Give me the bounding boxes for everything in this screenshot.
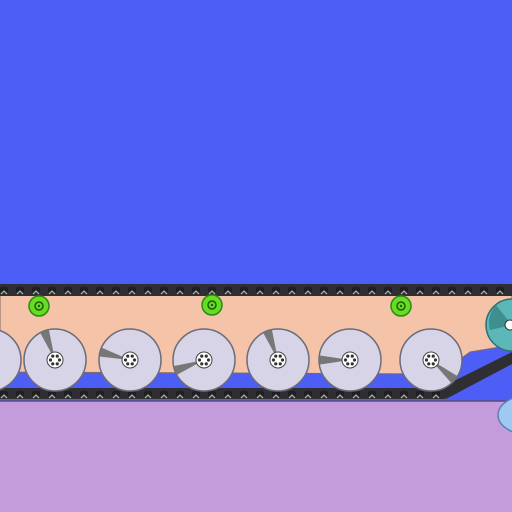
track-link-icon [352,287,360,295]
road-wheel-icon [172,328,236,392]
track-upper [0,284,512,296]
track-link-icon [96,391,104,399]
track-link-icon [272,287,280,295]
track-link-icon [224,287,232,295]
return-roller-icon [201,294,223,316]
track-link-icon [336,391,344,399]
sprocket-icon [504,319,512,331]
track-link-icon [416,391,424,399]
track-link-icon [0,391,8,399]
track-link-icon [416,287,424,295]
track-lower [0,352,512,399]
track-link-icon [480,287,488,295]
track-link-icon [176,287,184,295]
ground [0,401,512,512]
track-link-icon [240,287,248,295]
track-link-icon [48,287,56,295]
track-link-icon [224,391,232,399]
track-link-icon [400,287,408,295]
track-link-icon [128,391,136,399]
track-link-icon [304,287,312,295]
track-link-icon [16,287,24,295]
track-link-icon [384,287,392,295]
track-link-icon [160,287,168,295]
return-roller-icon [28,295,50,317]
track-link-icon [192,287,200,295]
track-link-icon [448,287,456,295]
track-link-icon [144,391,152,399]
track-link-icon [32,287,40,295]
road-wheel-icon [318,328,382,392]
track-link-icon [320,391,328,399]
idler-wheel [497,397,512,433]
track-link-icon [32,391,40,399]
road-wheel-icon [98,328,162,392]
road-wheel-icon [0,329,22,391]
track-link-icon [400,391,408,399]
track-link-icon [336,287,344,295]
track-link-icon [256,391,264,399]
track-link-icon [352,391,360,399]
track-link-icon [368,287,376,295]
track-link-icon [80,287,88,295]
track-link-icon [80,391,88,399]
track-link-icon [432,391,440,399]
track-link-icon [16,391,24,399]
track-link-icon [384,391,392,399]
track-link-icon [288,287,296,295]
drive-sprocket [485,298,512,352]
return-roller-icon [390,295,412,317]
track-link-icon [176,391,184,399]
track-link-icon [464,287,472,295]
track-link-icon [112,287,120,295]
road-wheel-icon [23,328,87,392]
track-link-icon [320,287,328,295]
track-link-icon [496,287,504,295]
road-wheels [0,328,463,392]
track-link-icon [96,287,104,295]
track-link-icon [128,287,136,295]
road-wheel-icon [399,328,463,392]
track-link-icon [288,391,296,399]
track-link-icon [368,391,376,399]
track-link-icon [160,391,168,399]
road-wheel-icon [246,328,310,392]
track-link-icon [208,391,216,399]
track-link-icon [192,391,200,399]
track-link-icon [64,391,72,399]
track-link-icon [0,287,8,295]
track-link-icon [64,287,72,295]
track-link-icon [272,391,280,399]
track-link-icon [48,391,56,399]
track-link-icon [112,391,120,399]
track-link-icon [256,287,264,295]
track-link-icon [208,287,216,295]
track-link-icon [240,391,248,399]
track-link-icon [304,391,312,399]
track-link-icon [144,287,152,295]
return-rollers [28,294,412,317]
track-link-icon [432,287,440,295]
